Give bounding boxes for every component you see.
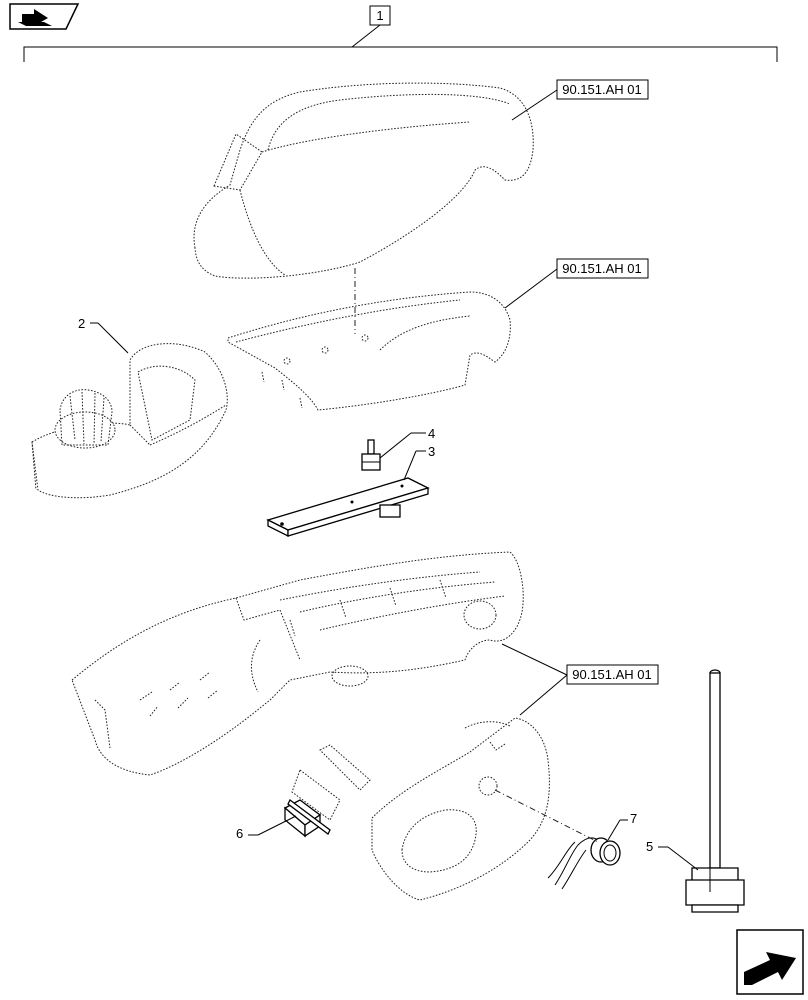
- part-7-push-button: [494, 789, 621, 890]
- callout-6: 6: [236, 815, 297, 841]
- svg-text:2: 2: [78, 316, 85, 331]
- lower-cover: [371, 717, 550, 901]
- reference-box-top[interactable]: 90.151.AH 01: [511, 79, 649, 121]
- reference-text: 90.151.AH 01: [572, 667, 652, 682]
- svg-text:5: 5: [646, 839, 653, 854]
- callout-2: 2: [78, 316, 129, 354]
- part-6-switch: [283, 744, 371, 838]
- svg-text:3: 3: [428, 444, 435, 459]
- part-4-connector: [361, 439, 381, 471]
- book-arrow-icon[interactable]: [9, 3, 80, 30]
- armrest-base-plate: [227, 268, 511, 411]
- reference-box-middle[interactable]: 90.151.AH 01: [504, 258, 649, 309]
- part-2-knob-housing: [31, 343, 228, 499]
- callout-3: 3: [403, 444, 435, 481]
- svg-text:6: 6: [236, 826, 243, 841]
- callout-4: 4: [379, 426, 435, 459]
- part-3-circuit-board: [266, 477, 430, 538]
- svg-text:7: 7: [630, 811, 637, 826]
- assembly-number: 1: [376, 8, 383, 23]
- reference-box-bottom[interactable]: 90.151.AH 01: [501, 643, 659, 716]
- armrest-cushion-cover: [193, 82, 534, 279]
- reference-text: 90.151.AH 01: [562, 261, 642, 276]
- svg-text:4: 4: [428, 426, 435, 441]
- assembly-bracket: 1: [23, 5, 778, 62]
- next-page-arrow-icon[interactable]: [736, 929, 804, 995]
- reference-text: 90.151.AH 01: [562, 82, 642, 97]
- part-5-joystick-rod: [685, 669, 745, 913]
- callout-5: 5: [646, 839, 699, 871]
- callout-7: 7: [607, 811, 637, 841]
- armrest-lower-shell: [71, 551, 524, 776]
